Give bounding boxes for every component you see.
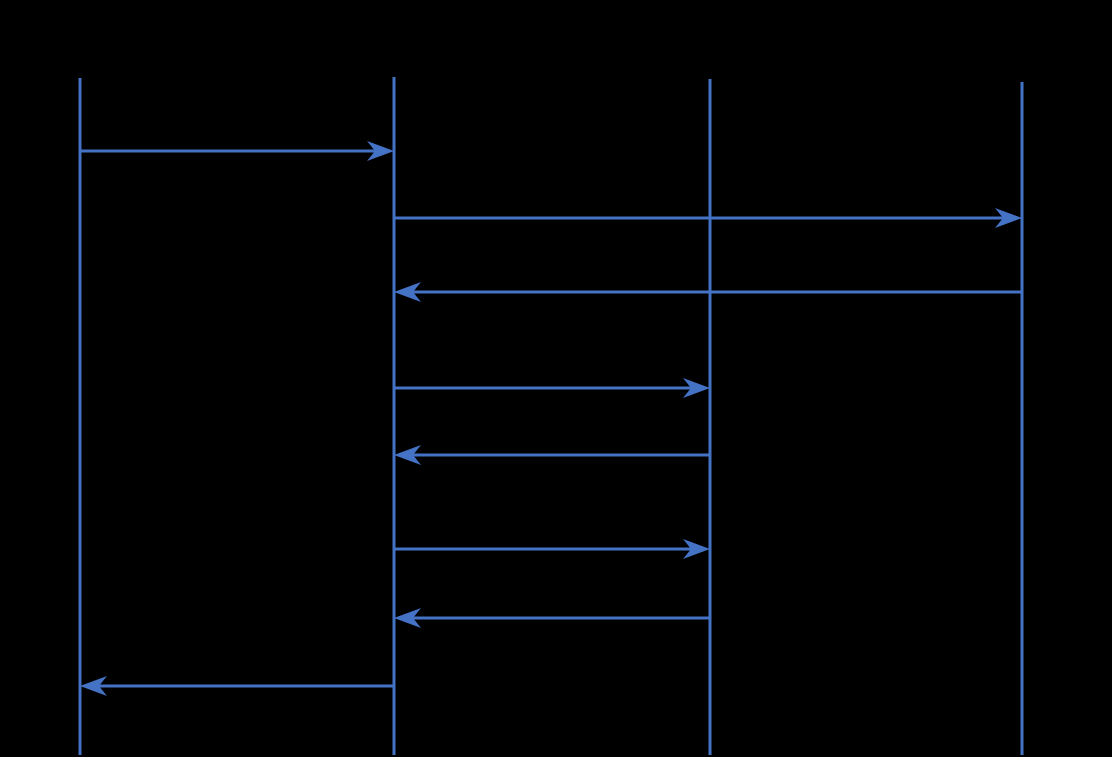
message-arrowhead-icon: [394, 282, 421, 302]
message-arrowhead-icon: [995, 208, 1022, 228]
message-arrowhead-icon: [683, 378, 710, 398]
message-arrow-message-6: [394, 539, 710, 559]
message-arrow-message-7: [394, 608, 710, 628]
message-arrow-message-4: [394, 378, 710, 398]
message-arrow-message-8: [80, 676, 394, 696]
message-arrow-message-1: [80, 141, 394, 161]
message-arrow-message-3: [394, 282, 1022, 302]
message-arrowhead-icon: [683, 539, 710, 559]
message-arrowhead-icon: [80, 676, 107, 696]
message-arrow-message-5: [394, 445, 710, 465]
message-arrowhead-icon: [367, 141, 394, 161]
message-arrowhead-icon: [394, 608, 421, 628]
message-arrowhead-icon: [394, 445, 421, 465]
message-arrow-message-2: [394, 208, 1022, 228]
